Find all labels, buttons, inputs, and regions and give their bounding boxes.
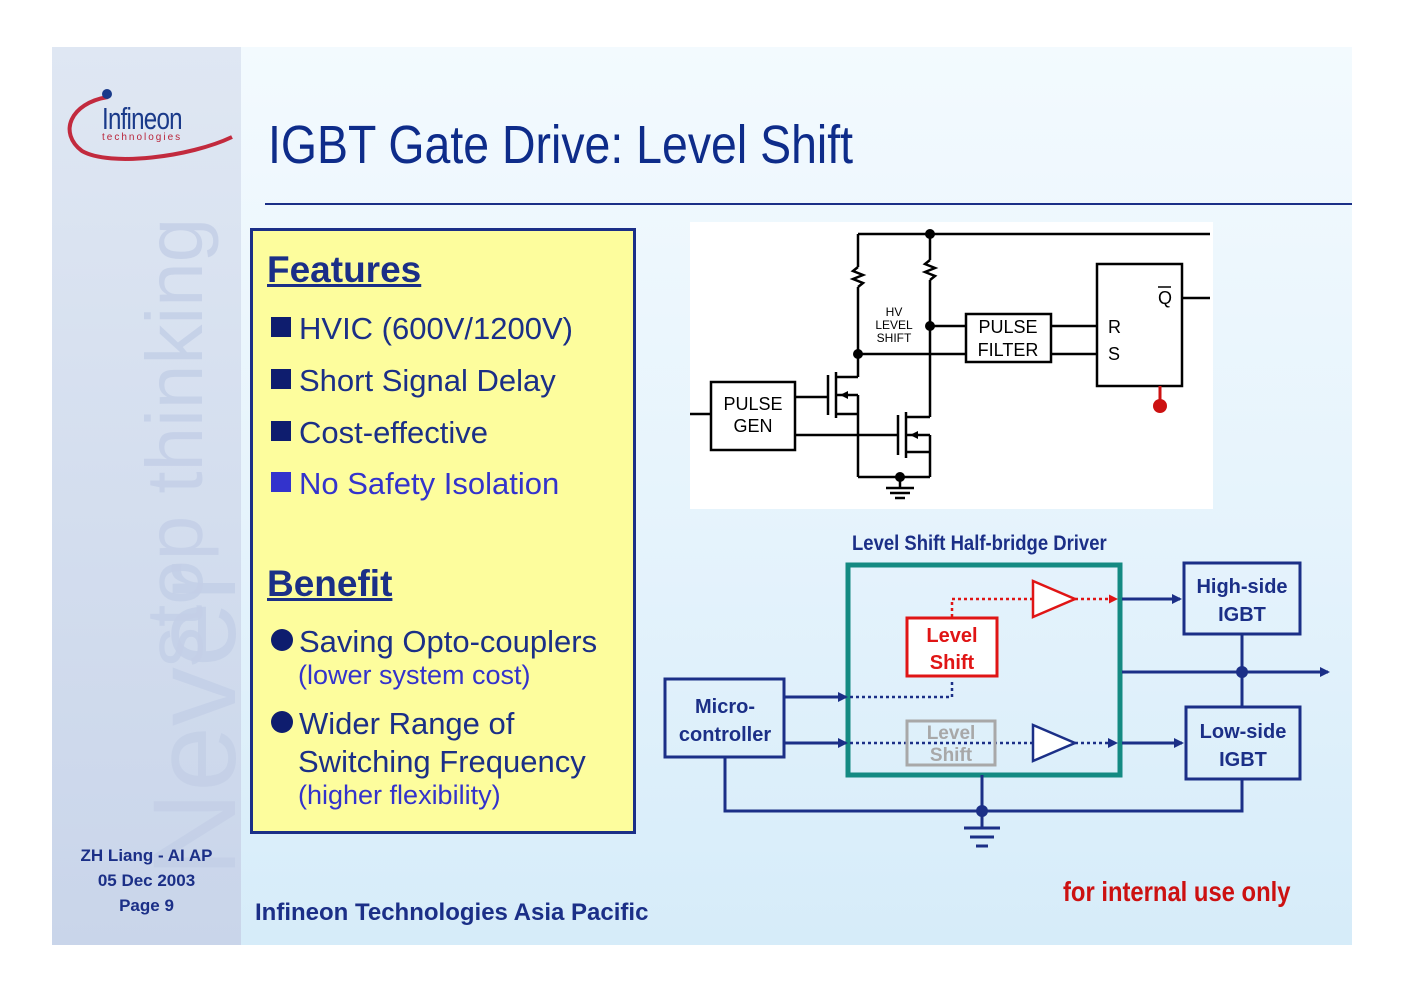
pulse-filter-label: FILTER [978,340,1039,360]
level-shift-active-label: Level [926,625,977,647]
title-divider [265,203,1352,205]
round-bullet-icon [271,629,293,651]
benefit-text: Wider Range of [299,706,515,741]
level-shift-active-label: Shift [930,652,975,674]
footer-company: Infineon Technologies Asia Pacific [255,899,649,926]
level-shift-schematic: PULSE GEN HV LEVEL SHIFT PULSE FILTER R … [690,222,1213,509]
latch-s-label: S [1108,344,1120,364]
feature-text: Cost-effective [299,415,488,450]
benefit-subtext: (higher flexibility) [298,780,501,810]
high-side-igbt-label: High-side [1196,576,1287,598]
pulse-gen-label: GEN [733,416,772,436]
pulse-gen-label: PULSE [723,394,782,414]
low-side-igbt-label: Low-side [1200,721,1287,743]
hv-level-shift-label: SHIFT [877,331,912,345]
level-shift-inactive-label: Level [927,723,976,744]
feature-text: Short Signal Delay [299,363,556,398]
footer-author: ZH Liang - AI AP [80,846,213,865]
left-sidebar [52,47,241,945]
pulse-filter-label: PULSE [978,317,1037,337]
square-bullet-icon [271,472,291,492]
benefit-item: Wider Range of [271,706,514,742]
infineon-logo: Infineon technologies [60,85,236,165]
square-bullet-icon [271,421,291,441]
benefit-text: Saving Opto-couplers [299,624,598,659]
feature-item: HVIC (600V/1200V) [271,311,573,347]
low-side-igbt-label: IGBT [1219,749,1267,771]
feature-item: Cost-effective [271,415,488,451]
feature-text: No Safety Isolation [299,466,560,501]
page-title: IGBT Gate Drive: Level Shift [268,115,854,175]
footer-page: Page 9 [119,896,174,915]
benefit-subtext: (lower system cost) [298,660,531,690]
latch-r-label: R [1108,317,1121,337]
logo-name: Infineon [102,101,183,136]
microcontroller-label: controller [679,724,771,746]
half-bridge-title: Level Shift Half-bridge Driver [852,532,1107,555]
latch-q-bar-label: Q [1158,288,1172,308]
logo-tagline: technologies [102,132,183,143]
footer-date: 05 Dec 2003 [97,871,196,890]
benefit-heading: Benefit [267,563,393,604]
half-bridge-diagram: Micro- controller Level Shift Level Shif… [663,561,1330,848]
square-bullet-icon [271,317,291,337]
features-heading: Features [267,249,422,290]
benefit-item: Saving Opto-couplers [271,624,597,660]
round-bullet-icon [271,711,293,733]
square-bullet-icon [271,369,291,389]
benefit-text-continued: Switching Frequency [298,744,586,779]
feature-item: No Safety Isolation [271,466,559,502]
high-side-igbt-label: IGBT [1218,604,1266,626]
internal-use-notice: for internal use only [1063,876,1291,907]
feature-text: HVIC (600V/1200V) [299,311,573,346]
features-panel: Features HVIC (600V/1200V) Short Signal … [250,228,636,834]
level-shift-inactive-label: Shift [930,745,973,766]
feature-item: Short Signal Delay [271,363,556,399]
hv-level-shift-label: LEVEL [875,318,913,332]
microcontroller-label: Micro- [695,696,755,718]
hv-level-shift-label: HV [886,305,903,319]
